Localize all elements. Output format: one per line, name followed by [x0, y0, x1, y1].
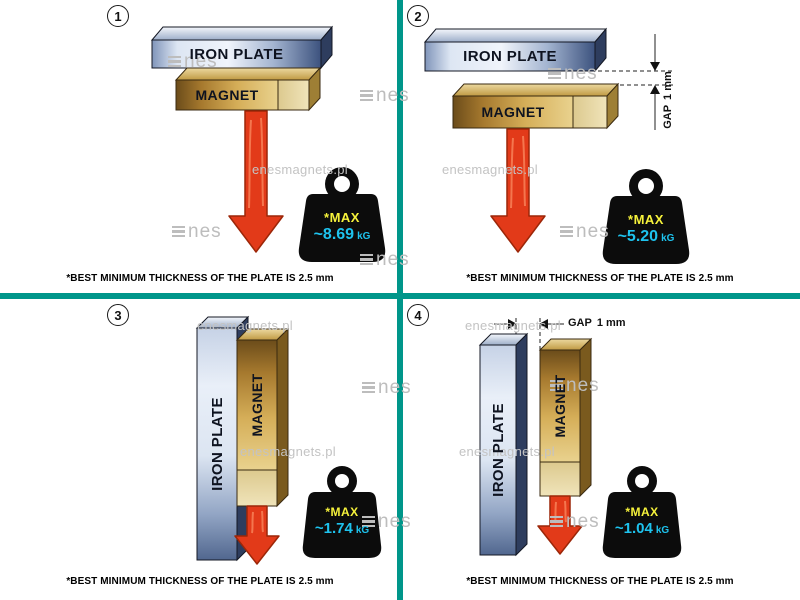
- watermark-site: enesmagnets.pl: [240, 444, 336, 459]
- iron-plate-block: [478, 332, 529, 557]
- panel4-graphics: [478, 318, 682, 558]
- watermark-site: enesmagnets.pl: [252, 162, 348, 177]
- panel2-iron-plate-label: IRON PLATE: [463, 48, 557, 65]
- pull-force-unit: kG: [655, 524, 670, 536]
- watermark-logo: nes: [362, 512, 412, 531]
- watermark-logo: nes: [548, 64, 598, 83]
- panel1-magnet-label: MAGNET: [195, 87, 259, 103]
- logo-bars-icon: [172, 225, 185, 238]
- pull-arrow: [228, 110, 284, 253]
- logo-bars-icon: [550, 379, 563, 392]
- watermark-logo: nes: [172, 222, 222, 241]
- max-label: *MAX: [324, 210, 360, 225]
- panel3-graphics: [195, 315, 382, 565]
- watermark-logo: nes: [362, 378, 412, 397]
- max-label: *MAX: [628, 212, 664, 227]
- watermark-logo: nes: [168, 52, 218, 71]
- watermark-logo: nes: [360, 250, 410, 269]
- iron-plate-block: [423, 27, 608, 73]
- panel4-iron-plate-label: IRON PLATE: [489, 403, 507, 497]
- panel3-number-badge: 3: [107, 304, 129, 326]
- pull-force-value: ~1.74: [314, 519, 353, 537]
- max-label: *MAX: [325, 505, 359, 519]
- pull-force-value: ~1.04: [614, 519, 653, 537]
- watermark-site: enesmagnets.pl: [465, 318, 561, 333]
- logo-bars-icon: [550, 515, 563, 528]
- panel1-number-badge: 1: [107, 5, 129, 27]
- weight-icon: [602, 169, 690, 264]
- logo-bars-icon: [548, 67, 561, 80]
- watermark-site: enesmagnets.pl: [442, 162, 538, 177]
- pull-force-unit: kG: [661, 232, 675, 244]
- panel2-magnet-label: MAGNET: [481, 104, 545, 120]
- logo-bars-icon: [362, 381, 375, 394]
- panel3-iron-plate-label: IRON PLATE: [208, 397, 226, 491]
- logo-bars-icon: [560, 225, 573, 238]
- magnet-block: [174, 66, 322, 112]
- logo-bars-icon: [362, 515, 375, 528]
- magnet-block: [451, 82, 620, 130]
- watermark-site: enesmagnets.pl: [197, 318, 293, 333]
- magnet-block: [235, 327, 290, 508]
- pull-arrow: [490, 128, 546, 253]
- logo-bars-icon: [168, 55, 181, 68]
- panel2-number-badge: 2: [407, 5, 429, 27]
- weight-icon: [602, 466, 682, 558]
- vertical-divider: [397, 0, 403, 600]
- logo-bars-icon: [360, 253, 373, 266]
- watermark-logo: nes: [360, 86, 410, 105]
- panel4-number-badge: 4: [407, 304, 429, 326]
- panel4-magnet-label: MAGNET: [552, 374, 568, 438]
- panel2-graphics: [423, 27, 690, 264]
- pull-force-unit: kG: [355, 524, 370, 536]
- panel1-graphics: [150, 25, 386, 262]
- weight-icon: [302, 466, 382, 558]
- max-label: *MAX: [625, 505, 659, 519]
- panel1-iron-plate-label: IRON PLATE: [189, 45, 284, 63]
- watermark-logo: nes: [560, 222, 610, 241]
- watermark-logo: nes: [550, 512, 600, 531]
- watermark-logo: nes: [550, 376, 600, 395]
- pull-force-value: ~8.69: [313, 225, 355, 243]
- panel3-magnet-label: MAGNET: [249, 373, 265, 437]
- pull-force-value: ~5.20: [617, 227, 659, 245]
- magnet-block: [538, 337, 593, 498]
- pull-arrow: [234, 505, 280, 565]
- weight-icon: [298, 167, 386, 262]
- watermark-site: enesmagnets.pl: [459, 444, 555, 459]
- pull-force-unit: kG: [357, 230, 371, 242]
- logo-bars-icon: [360, 89, 373, 102]
- pull-arrow: [537, 495, 583, 555]
- gap-dimension-lines: [598, 34, 674, 130]
